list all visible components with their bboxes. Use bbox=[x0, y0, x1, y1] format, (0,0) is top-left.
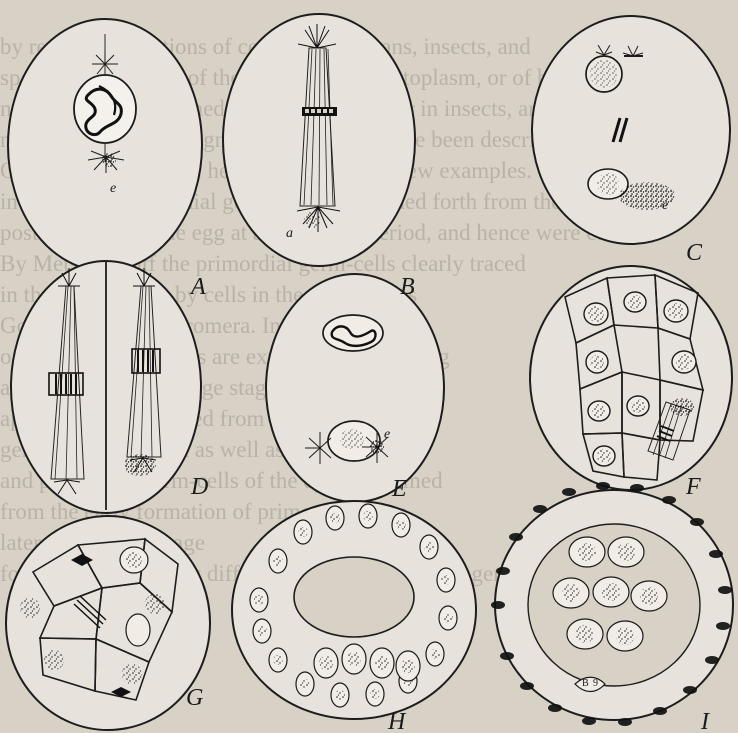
annotation-i-b: B bbox=[582, 679, 589, 689]
label-d: D bbox=[191, 475, 208, 499]
label-f: F bbox=[686, 475, 701, 499]
figure-g bbox=[6, 516, 210, 730]
figure-b bbox=[223, 14, 415, 266]
figure-h bbox=[232, 501, 476, 719]
label-i: I bbox=[701, 710, 709, 733]
annotation-b-a: a bbox=[286, 227, 293, 241]
label-b: B bbox=[400, 275, 415, 299]
figure-c bbox=[532, 16, 730, 244]
label-a: A bbox=[191, 275, 206, 299]
annotation-e-e: e bbox=[384, 428, 390, 442]
label-c: C bbox=[686, 241, 702, 265]
figure-e bbox=[266, 274, 444, 502]
annotation-c-e: e bbox=[662, 199, 668, 213]
figure-i bbox=[491, 482, 733, 726]
annotation-a-e: e bbox=[110, 182, 116, 196]
label-g: G bbox=[186, 686, 203, 710]
label-h: H bbox=[388, 710, 405, 733]
annotation-i-9: 9 bbox=[593, 679, 598, 689]
figure-d bbox=[11, 261, 201, 513]
figure-f bbox=[530, 266, 732, 490]
label-e: E bbox=[392, 477, 407, 501]
figure-a bbox=[8, 19, 202, 271]
